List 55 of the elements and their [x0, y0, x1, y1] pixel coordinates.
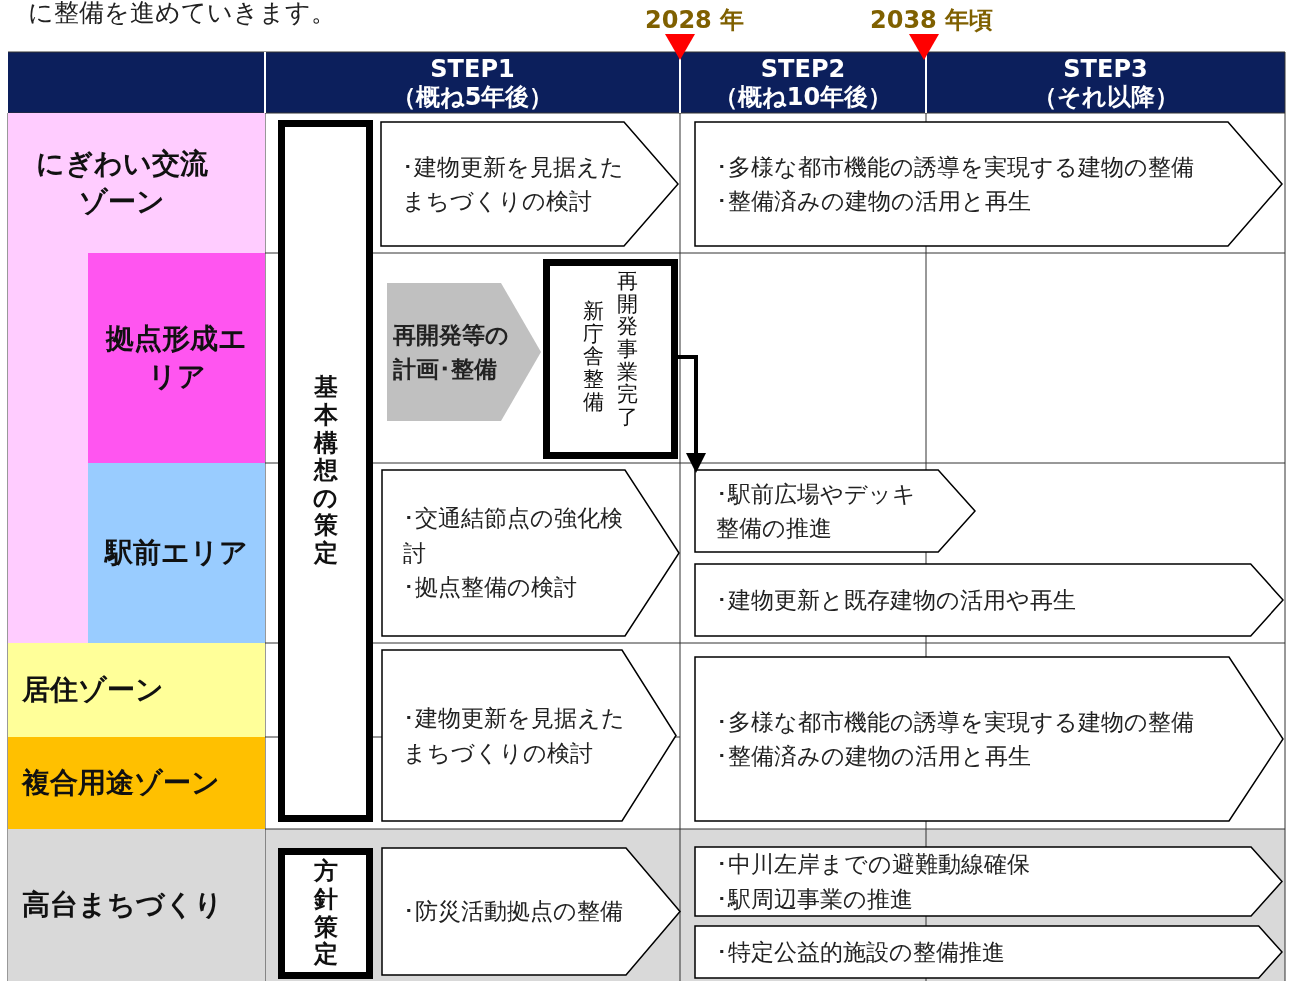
step-banner	[381, 649, 677, 822]
item-text: ･防災活動拠点の整備	[403, 897, 624, 927]
outlined-box	[278, 120, 373, 822]
zone-band	[88, 463, 265, 643]
item-text: ･特定公益的施設の整備推進	[716, 937, 1006, 967]
item-text: ･整備済みの建物の活用と再生	[716, 742, 1032, 771]
zone-label: 高台まちづくり	[22, 887, 223, 923]
zone-band	[8, 643, 265, 737]
header-text: （概ね5年後）	[390, 83, 555, 112]
item-text: ･多様な都市機能の誘導を実現する建物の整備	[716, 707, 1195, 737]
outlined-box	[543, 259, 678, 459]
zone-band	[8, 829, 265, 981]
step-banner	[381, 469, 680, 637]
zone-band	[8, 113, 265, 643]
zone-band	[88, 253, 265, 463]
step-banner	[694, 469, 976, 553]
step-banner	[694, 846, 1283, 917]
header-text: STEP2	[759, 56, 847, 84]
zone-label: 駅前エリア	[105, 535, 248, 571]
item-text: ･建物更新を見据えたまちづくりの検討	[402, 152, 625, 216]
note-text: に整備を進めていきます。	[28, 0, 336, 29]
item-text: ･多様な都市機能の誘導を実現する建物の整備	[716, 152, 1195, 182]
item-text: ･拠点整備の検討	[403, 573, 578, 603]
zone-band	[8, 737, 265, 829]
header-text: （それ以降）	[1031, 83, 1180, 112]
milestone-label: 2038 年頃	[870, 5, 994, 36]
item-text: ･整備済みの建物の活用と再生	[716, 187, 1032, 216]
zone-label: 拠点形成エリア	[104, 321, 248, 395]
box-text: 新庁舎整備	[582, 300, 605, 414]
item-text: ･交通結節点の強化検討	[403, 504, 624, 568]
header-text: STEP1	[429, 56, 516, 84]
item-text: 再開発等の計画･整備	[393, 320, 510, 384]
box-text: 方針策定	[312, 858, 339, 969]
step-banner	[380, 121, 679, 247]
header-text: STEP3	[1062, 56, 1149, 84]
arrow	[678, 355, 706, 473]
outlined-box	[278, 848, 373, 979]
box-text: 基本構想の策定	[312, 374, 339, 568]
step-banner	[694, 121, 1283, 247]
step-banner	[694, 656, 1284, 822]
zone-label: 居住ゾーン	[22, 672, 164, 708]
zone-label: にぎわい交流ゾーン	[34, 146, 209, 220]
step-banner	[694, 563, 1284, 637]
item-text: ･建物更新を見据えたまちづくりの検討	[403, 704, 626, 768]
item-text: ･建物更新と既存建物の活用や再生	[716, 585, 1077, 615]
step-banner	[694, 925, 1283, 979]
item-text: ･中川左岸までの避難動線確保	[716, 850, 1031, 879]
step-banner	[381, 847, 681, 976]
item-text: ･駅周辺事業の推進	[716, 884, 914, 914]
box-text: 再開発事業完了	[616, 270, 639, 429]
milestone-label: 2028 年	[645, 5, 745, 36]
zone-label: 複合用途ゾーン	[22, 765, 220, 801]
item-text: ･駅前広場やデッキ整備の推進	[716, 479, 917, 543]
header-text: （概ね10年後）	[712, 83, 894, 112]
step-banner	[387, 283, 541, 421]
